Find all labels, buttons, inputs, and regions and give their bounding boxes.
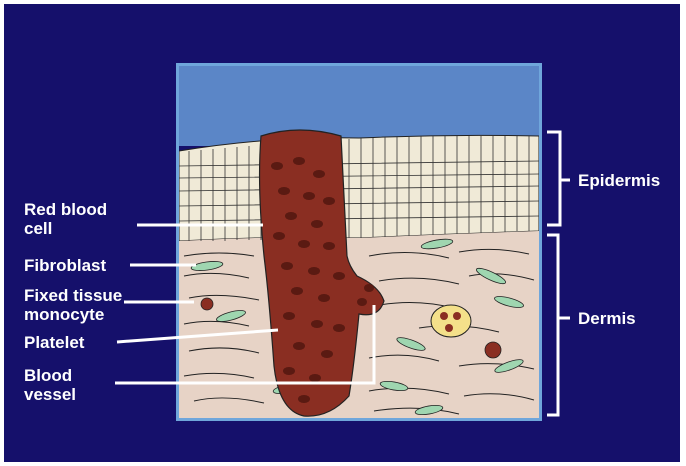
label-fibroblast: Fibroblast bbox=[24, 256, 106, 275]
leader-platelet bbox=[117, 330, 278, 342]
label-blood-vessel: Blood vessel bbox=[24, 366, 76, 404]
label-fixed-tissue-monocyte: Fixed tissue monocyte bbox=[24, 286, 122, 324]
label-red-blood-cell: Red blood cell bbox=[24, 200, 107, 238]
label-dermis: Dermis bbox=[578, 309, 636, 328]
epidermis-bracket bbox=[547, 132, 560, 225]
leader-blood-vessel bbox=[115, 305, 374, 383]
dermis-bracket bbox=[547, 235, 558, 415]
label-epidermis: Epidermis bbox=[578, 171, 660, 190]
label-platelet: Platelet bbox=[24, 333, 84, 352]
